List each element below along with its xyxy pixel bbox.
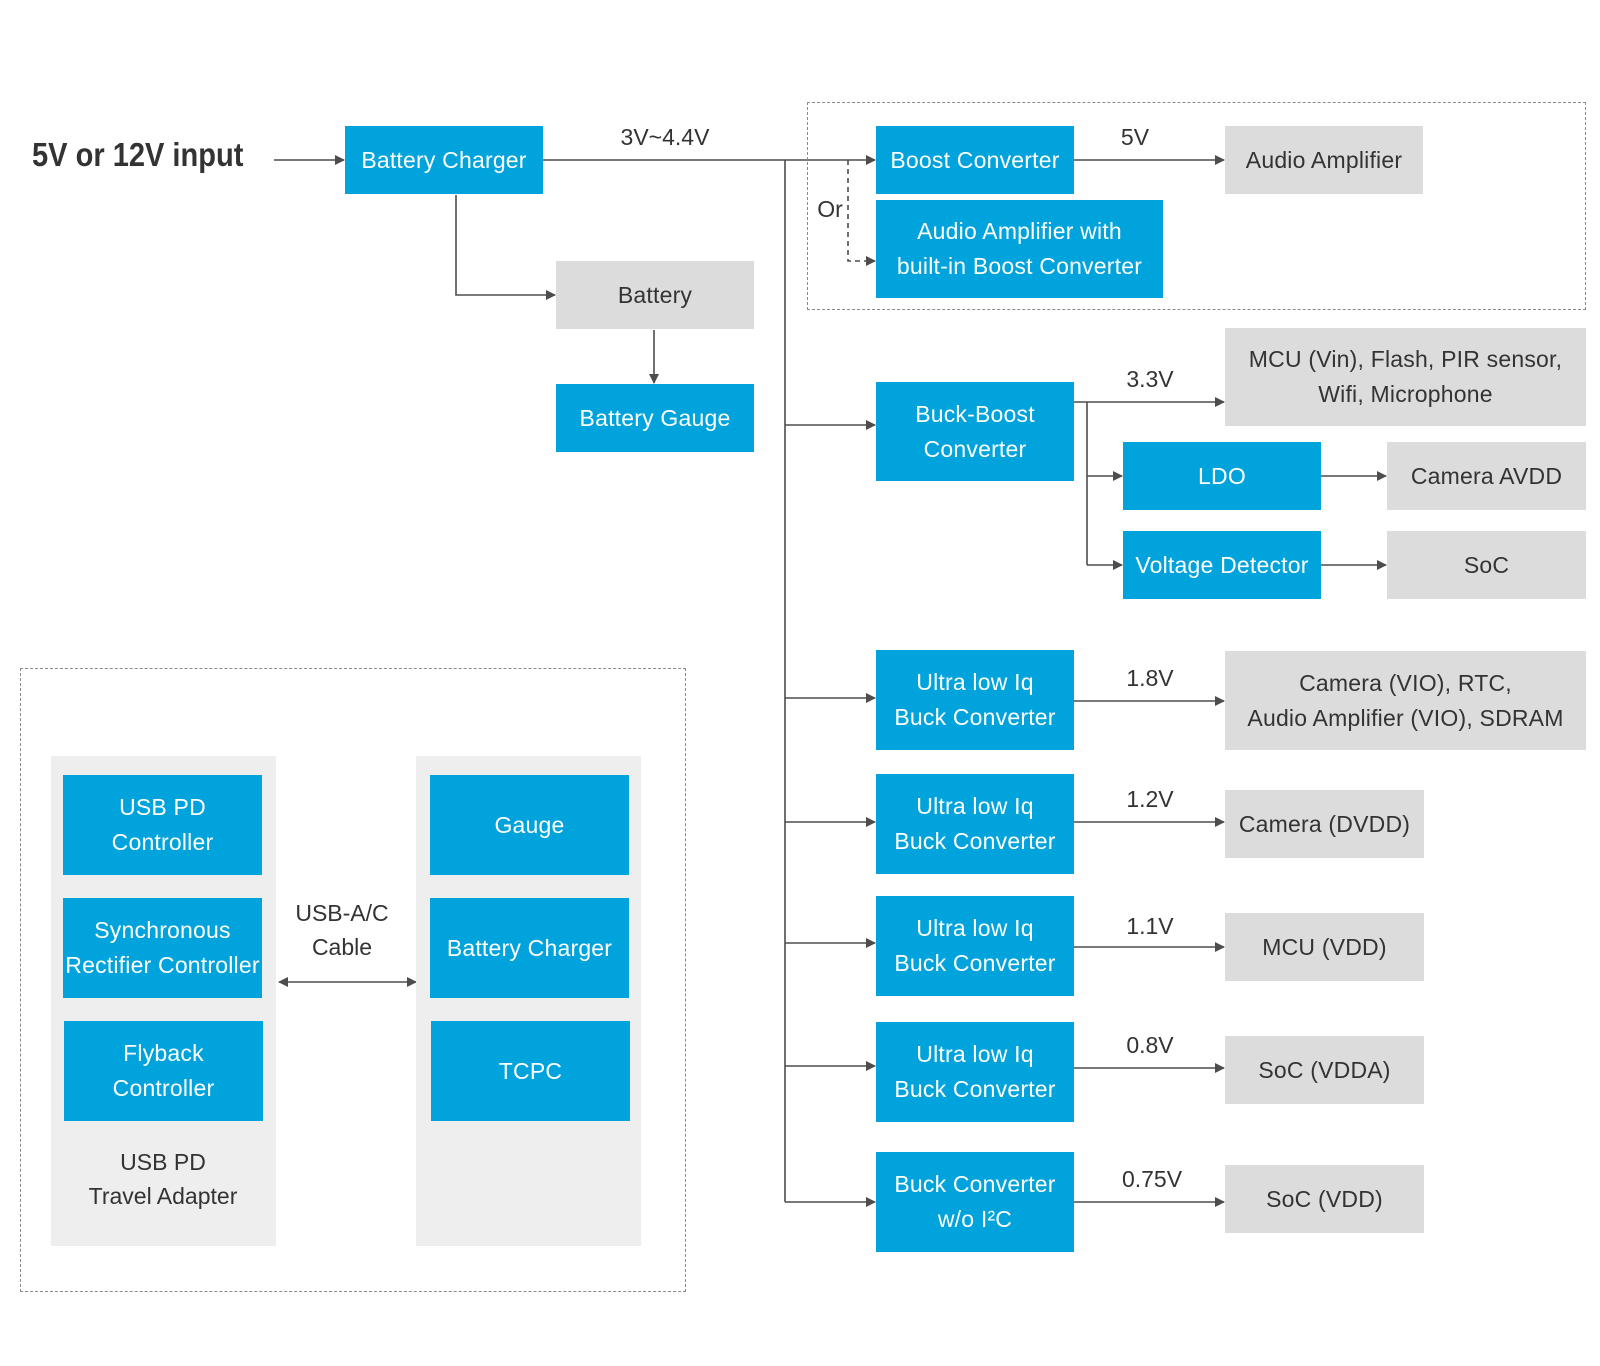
rail-5-load-block: SoC (VDD) — [1225, 1165, 1424, 1233]
buck-boost-converter-block: Buck-Boost Converter — [876, 382, 1074, 481]
battery-gauge-block: Battery Gauge — [556, 384, 754, 452]
travel-adapter-caption: USB PD Travel Adapter — [88, 1149, 238, 1209]
rail-4-voltage-label: 0.8V — [1126, 1032, 1174, 1058]
boost-converter-block: Boost Converter — [876, 126, 1074, 194]
audio-amplifier-block: Audio Amplifier — [1225, 126, 1423, 194]
voltage-detector-block: Voltage Detector — [1123, 531, 1321, 599]
mcu-vin-load-block: MCU (Vin), Flash, PIR sensor, Wifi, Micr… — [1225, 328, 1586, 426]
tcpc-block: TCPC — [431, 1021, 630, 1121]
input-label: 5V or 12V input — [32, 136, 244, 173]
buck-converter-1-block: Ultra low Iq Buck Converter — [876, 650, 1074, 750]
buck-converter-5-block: Buck Converter w/o I²C — [876, 1152, 1074, 1252]
battery-block: Battery — [556, 261, 754, 329]
rail-5-voltage-label: 0.75V — [1121, 1166, 1183, 1192]
rail-voltage-label: 3V~4.4V — [620, 124, 710, 150]
usb-cable-label: USB-A/C Cable — [295, 900, 389, 960]
flyback-controller-block: Flyback Controller — [64, 1021, 263, 1121]
travel-adapter-group — [20, 668, 686, 1292]
soc-block: SoC — [1387, 531, 1586, 599]
rail-3-load-block: MCU (VDD) — [1225, 913, 1424, 981]
boost-voltage-label: 5V — [1120, 124, 1150, 150]
usb-pd-controller-block: USB PD Controller — [63, 775, 262, 875]
gauge-block: Gauge — [430, 775, 629, 875]
or-label: Or — [817, 196, 843, 222]
camera-avdd-block: Camera AVDD — [1387, 442, 1586, 510]
device-battery-charger-block: Battery Charger — [430, 898, 629, 998]
buck-converter-3-block: Ultra low Iq Buck Converter — [876, 896, 1074, 996]
rail-2-load-block: Camera (DVDD) — [1225, 790, 1424, 858]
rail-3-voltage-label: 1.1V — [1126, 913, 1174, 939]
charger-to-battery-arrow — [455, 195, 556, 300]
or-branch-arrow — [847, 160, 876, 266]
ldo-block: LDO — [1123, 442, 1321, 510]
battery-charger-block: Battery Charger — [345, 126, 543, 194]
rail-2-voltage-label: 1.2V — [1126, 786, 1174, 812]
buck-converter-4-block: Ultra low Iq Buck Converter — [876, 1022, 1074, 1122]
sync-rectifier-block: Synchronous Rectifier Controller — [63, 898, 262, 998]
rail-1-load-block: Camera (VIO), RTC, Audio Amplifier (VIO)… — [1225, 651, 1586, 750]
rail-1-voltage-label: 1.8V — [1126, 665, 1174, 691]
audio-options-group — [807, 102, 1586, 310]
amp-with-boost-block: Audio Amplifier with built-in Boost Conv… — [876, 200, 1163, 298]
rail-4-load-block: SoC (VDDA) — [1225, 1036, 1424, 1104]
buck-converter-2-block: Ultra low Iq Buck Converter — [876, 774, 1074, 874]
buck-boost-voltage-label: 3.3V — [1126, 366, 1174, 392]
